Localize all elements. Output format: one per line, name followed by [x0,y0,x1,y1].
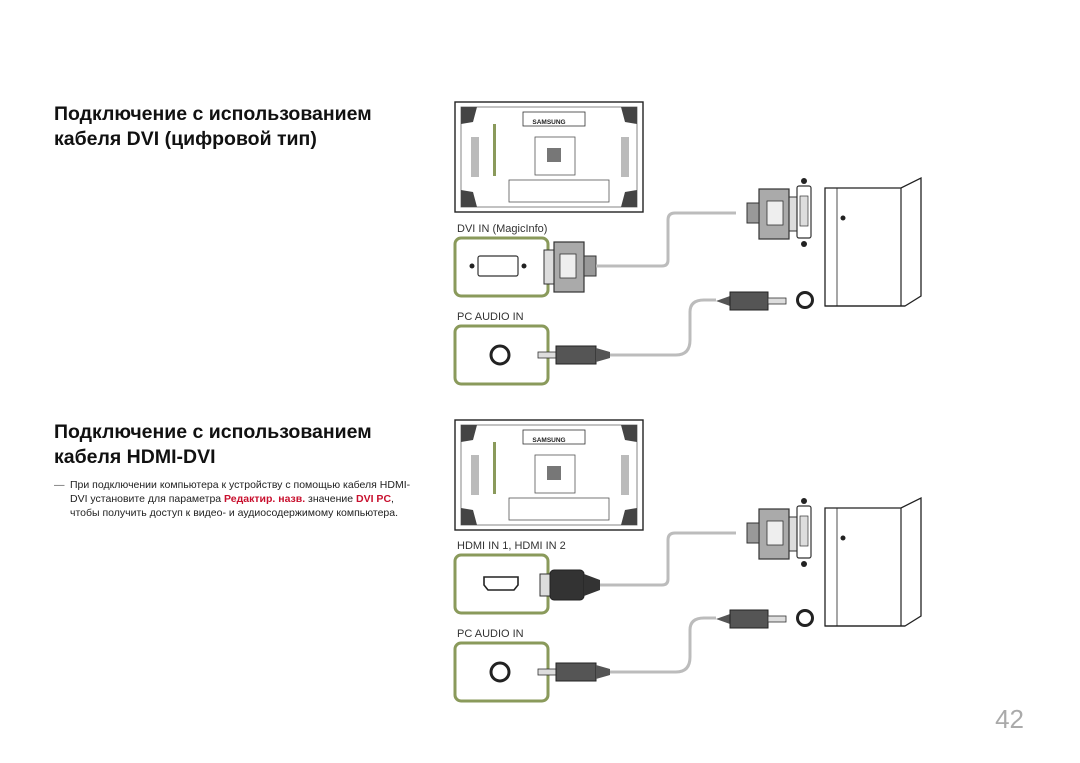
note-highlight-rename: Редактир. назв. [224,493,306,505]
pc-audio-out-icon [796,291,814,309]
pc-dvi-port-icon [796,177,812,248]
section-title-line: кабеля DVI (цифровой тип) [54,128,317,150]
dvi-cable [596,211,736,268]
pc-dvi-port-icon [796,497,812,568]
section-title-line: Подключение с использованием [54,103,372,125]
pc-audio-out-icon [796,609,814,627]
page-number: 42 [995,704,1024,734]
section-title-hdmi-dvi: Подключение с использованием кабеля HDMI-… [54,420,372,470]
brand-logo: SAMSUNG [532,437,565,444]
port-label-pc-audio: PC AUDIO IN [457,628,524,640]
pc-tower-icon [824,497,922,627]
pc-tower-icon [824,177,922,307]
port-label-hdmi-in: HDMI IN 1, HDMI IN 2 [457,540,566,552]
port-label-dvi-in: DVI IN (MagicInfo) [457,223,547,235]
audio-jack-icon [489,344,511,366]
diagram-hdmi-dvi: SAMSUNG HDMI IN 1, HDMI IN 2 PC AUDIO IN [453,419,922,703]
audio-plug-icon [555,345,597,365]
audio-plug-pc-icon [729,291,769,311]
brand-logo: SAMSUNG [532,119,565,126]
section-title-line: кабеля HDMI-DVI [54,446,216,468]
note-part: значение [305,493,357,505]
audio-cable [610,298,716,357]
dvi-plug-pc-icon [746,188,800,240]
hdmi-dvi-cable [600,531,736,587]
dvi-port-icon [477,255,519,277]
port-label-pc-audio: PC AUDIO IN [457,311,524,323]
audio-jack-icon [489,661,511,683]
diagram-dvi: SAMSUNG DVI IN (MagicInfo) PC AUDIO IN [453,101,922,386]
audio-plug-pc-icon [729,609,769,629]
note-highlight-dvi-pc: DVI PC [356,493,392,505]
note-text: ― При подключении компьютера к устройств… [54,478,420,520]
section-title-dvi: Подключение с использованием кабеля DVI (… [54,102,372,152]
note-part: При подключении компьютера к устройству … [70,479,411,505]
section-title-line: Подключение с использованием [54,421,372,443]
note-dash: ― [54,479,65,491]
dvi-plug-icon [543,241,597,293]
dvi-plug-pc-icon [746,508,800,560]
note-part: , чтобы получить доступ к видео- и аудио… [70,493,399,519]
audio-plug-icon [555,662,597,682]
hdmi-port-icon [483,576,519,591]
hdmi-plug-icon [549,569,585,601]
audio-cable [610,616,716,674]
